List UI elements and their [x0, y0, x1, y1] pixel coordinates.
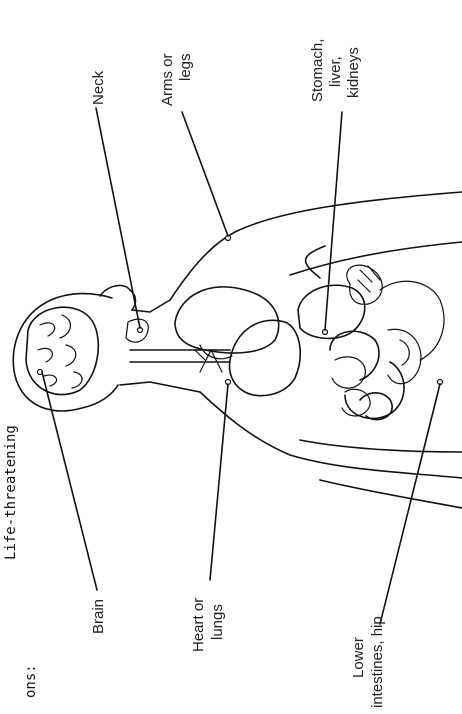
neck-lower [120, 382, 200, 392]
label-heart-1: Heart or [190, 598, 207, 652]
label-lower-2: intestines, hip [369, 616, 386, 708]
arm-lower [300, 440, 462, 452]
label-arms-1: Arms or [159, 53, 176, 106]
torso-lower [200, 392, 462, 478]
leader-lower [380, 384, 440, 624]
label-brain: Brain [90, 599, 107, 634]
heading-line2: ons: [23, 664, 39, 698]
abdomen-illustration [298, 265, 444, 360]
label-arms-2: legs [177, 53, 194, 81]
heading-line1: Life-threatening [3, 425, 19, 560]
label-abdomen-2: liver, [327, 56, 344, 87]
face-outline [100, 285, 136, 310]
leader-heart [210, 384, 228, 580]
leg-lower [320, 480, 462, 508]
arm-upper [170, 192, 462, 300]
label-abdomen-1: Stomach, [309, 39, 326, 102]
body-outline [13, 192, 462, 508]
brain-illustration [26, 307, 98, 394]
intestines-illustration [330, 329, 443, 419]
head-outline [13, 294, 118, 411]
label-neck: Neck [90, 70, 107, 105]
torso-upper [306, 246, 325, 278]
leader-abdomen [325, 112, 342, 330]
neck-upper [132, 300, 170, 312]
label-heart-2: lungs [209, 604, 226, 640]
leader-brain [42, 372, 97, 590]
label-lower-1: Lower [350, 637, 367, 678]
labels: Life-threatening ons: Brain Neck Arms or… [3, 39, 386, 708]
lungs-heart-illustration [175, 287, 300, 396]
arm-inner [290, 242, 462, 275]
label-abdomen-3: kidneys [345, 47, 362, 98]
leader-arms [182, 112, 228, 236]
leader-lines [42, 108, 440, 624]
